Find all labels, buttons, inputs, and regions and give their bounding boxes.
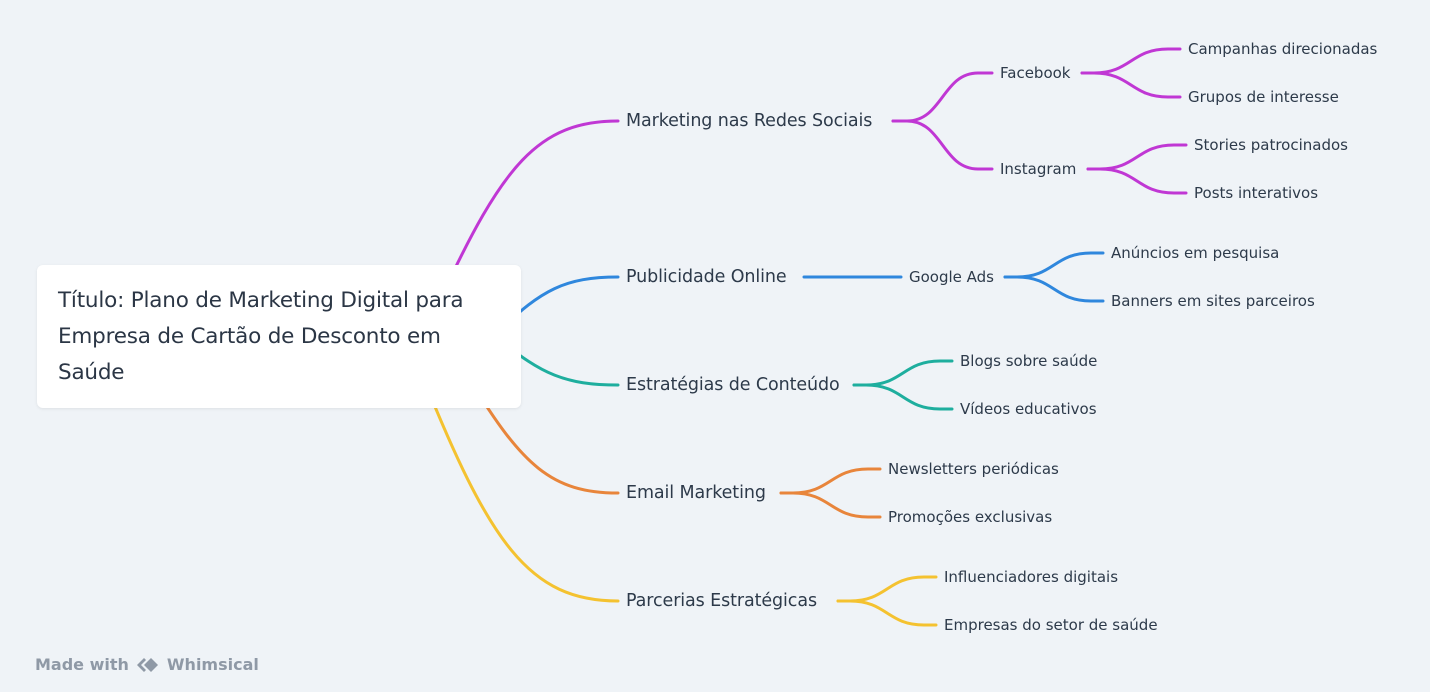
link-social-facebook <box>891 71 994 123</box>
node-anuncios-em-pesquisa[interactable]: Anúncios em pesquisa <box>1111 244 1280 262</box>
node-banners-sites-parceiros[interactable]: Banners em sites parceiros <box>1111 292 1315 310</box>
link-content-2 <box>852 383 954 411</box>
root-title: Título: Plano de Marketing Digital para … <box>58 288 464 385</box>
node-blogs-sobre-saude[interactable]: Blogs sobre saúde <box>960 352 1098 370</box>
node-email-marketing[interactable]: Email Marketing <box>626 483 766 503</box>
link-email-1 <box>779 467 882 495</box>
link-root-partners <box>418 368 620 603</box>
link-partners-1 <box>836 575 938 603</box>
link-partners-2 <box>836 599 938 627</box>
node-posts-interativos[interactable]: Posts interativos <box>1194 184 1319 202</box>
link-google-1 <box>1003 251 1105 279</box>
node-empresas-setor-saude[interactable]: Empresas do setor de saúde <box>944 616 1158 634</box>
watermark-prefix: Made with <box>35 655 129 674</box>
node-newsletters-periodicas[interactable]: Newsletters periódicas <box>888 460 1059 478</box>
link-instagram-1 <box>1086 143 1188 171</box>
link-facebook-1 <box>1080 47 1182 75</box>
node-promocoes-exclusivas[interactable]: Promoções exclusivas <box>888 508 1053 526</box>
node-instagram[interactable]: Instagram <box>1000 160 1077 178</box>
node-google-ads[interactable]: Google Ads <box>909 268 994 286</box>
link-root-email <box>468 378 620 495</box>
node-parcerias-estrategicas[interactable]: Parcerias Estratégicas <box>626 591 817 611</box>
link-email-2 <box>779 491 882 519</box>
node-influenciadores-digitais[interactable]: Influenciadores digitais <box>944 568 1119 586</box>
node-publicidade-online[interactable]: Publicidade Online <box>626 267 787 287</box>
link-social-instagram <box>891 119 994 171</box>
root-node[interactable]: Título: Plano de Marketing Digital para … <box>37 265 521 408</box>
link-content-1 <box>852 359 954 387</box>
node-estrategias-de-conteudo[interactable]: Estratégias de Conteúdo <box>626 375 840 395</box>
node-stories-patrocinados[interactable]: Stories patrocinados <box>1194 136 1348 154</box>
node-videos-educativos[interactable]: Vídeos educativos <box>960 400 1097 418</box>
link-instagram-2 <box>1086 167 1188 195</box>
whimsical-logo-icon <box>136 657 158 672</box>
watermark-brand: Whimsical <box>166 655 259 674</box>
whimsical-watermark[interactable]: Made with Whimsical <box>35 655 259 674</box>
link-root-social <box>438 119 620 302</box>
node-campanhas-direcionadas[interactable]: Campanhas direcionadas <box>1188 40 1378 58</box>
node-marketing-redes-sociais[interactable]: Marketing nas Redes Sociais <box>626 111 873 131</box>
node-facebook[interactable]: Facebook <box>1000 64 1071 82</box>
link-facebook-2 <box>1080 71 1182 99</box>
node-grupos-de-interesse[interactable]: Grupos de interesse <box>1188 88 1339 106</box>
link-google-2 <box>1003 275 1105 303</box>
